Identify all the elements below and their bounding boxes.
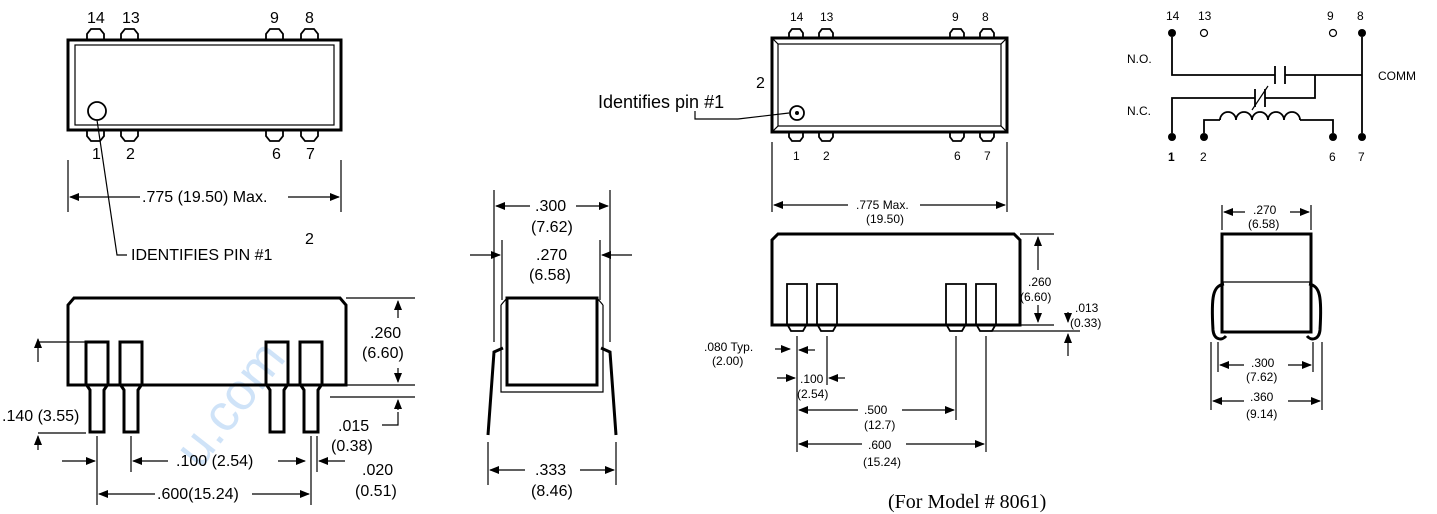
- right-top-pin-label: 13: [820, 10, 834, 24]
- right-end-row: .300: [1251, 356, 1275, 370]
- left-end-row-mm: (7.62): [531, 219, 573, 236]
- right-end-outer-mm: (9.14): [1246, 407, 1277, 421]
- left-lead-width: .020: [362, 462, 393, 479]
- left-standoff: .015: [338, 418, 369, 435]
- left-top-pin-label: 8: [305, 10, 314, 27]
- left-bottom-pin-label: 7: [306, 146, 315, 163]
- right-end-body: .270: [1253, 203, 1277, 217]
- right-length-dimension: .775 Max.: [856, 198, 909, 212]
- schematic-bottom-pin-label: 6: [1329, 150, 1336, 164]
- left-end-outer: .333: [535, 462, 566, 479]
- right-pitch: .100: [800, 372, 824, 386]
- schematic-top-pin-label: 9: [1327, 9, 1334, 23]
- right-span: .600: [868, 438, 892, 452]
- left-length-dimension: .775 (19.50) Max.: [142, 189, 267, 206]
- right-end-outer: .360: [1250, 390, 1274, 404]
- left-bottom-pin-label: 1: [92, 146, 101, 163]
- right-side-height-mm: (6.60): [1020, 290, 1051, 304]
- right-end-row-mm: (7.62): [1246, 370, 1277, 384]
- right-pitch-mm: (2.54): [797, 387, 828, 401]
- left-lead-length: .140 (3.55): [2, 408, 79, 425]
- left-end-row: .300: [535, 198, 566, 215]
- relay-schematic: 14 13 9 8 1 2 6 7 N.O. N.C. COMM: [1127, 9, 1416, 164]
- right-pin1-superscript: 2: [756, 75, 765, 92]
- right-lead-typ: .080 Typ.: [704, 340, 753, 354]
- right-bottom-pin-label: 7: [984, 149, 991, 163]
- right-top-pin-label: 9: [952, 10, 959, 24]
- schematic-bottom-pin-label: 7: [1358, 150, 1365, 164]
- right-side-height: .260: [1028, 275, 1052, 289]
- left-side-height: .260: [370, 325, 401, 342]
- left-top-pin-label: 14: [87, 10, 105, 27]
- right-spacing: .500: [864, 403, 888, 417]
- right-standoff-mm: (0.33): [1070, 316, 1101, 330]
- left-end-body-mm: (6.58): [529, 267, 571, 284]
- left-end-body: .270: [536, 247, 567, 264]
- right-top-view: 14 13 9 8 1 2 6 7 Identifies pin #1 2 .7…: [598, 10, 1009, 226]
- right-top-pin-label: 14: [790, 10, 804, 24]
- left-side-height-mm: (6.60): [362, 345, 404, 362]
- schematic-comm-label: COMM: [1378, 69, 1416, 83]
- left-top-pin-label: 9: [270, 10, 279, 27]
- right-side-view: .260 (6.60) .013 (0.33) .080 Typ. (2.00)…: [704, 232, 1101, 469]
- left-span: .600(15.24): [157, 486, 239, 503]
- schematic-bottom-pin-label: 1: [1168, 150, 1175, 164]
- schematic-top-pin-label: 8: [1357, 9, 1364, 23]
- left-side-view: .260 (6.60) .015 (0.38) .140 (3.55) .100…: [2, 296, 415, 505]
- right-standoff: .013: [1075, 301, 1099, 315]
- right-span-mm: (15.24): [863, 455, 901, 469]
- left-pitch: .100 (2.54): [176, 453, 253, 470]
- right-spacing-mm: (12.7): [864, 418, 895, 432]
- right-bottom-pin-label: 6: [954, 149, 961, 163]
- left-bottom-pin-label: 6: [272, 146, 281, 163]
- right-lead-typ-mm: (2.00): [712, 354, 743, 368]
- right-end-view: .270 (6.58) .300 (7.62) .360 (9.14): [1210, 203, 1323, 421]
- right-top-pin-label: 8: [982, 10, 989, 24]
- right-end-body-mm: (6.58): [1248, 217, 1279, 231]
- left-lead-width-mm: (0.51): [355, 483, 397, 500]
- left-pin1-note: IDENTIFIES PIN #1: [131, 247, 272, 264]
- schematic-nc-label: N.C.: [1127, 104, 1151, 118]
- schematic-no-label: N.O.: [1127, 52, 1152, 66]
- right-length-mm: (19.50): [866, 212, 904, 226]
- left-end-view: .300 (7.62) .270 (6.58) .333 (8.46): [470, 190, 632, 500]
- model-caption: (For Model # 8061): [888, 491, 1046, 513]
- schematic-bottom-pin-label: 2: [1200, 150, 1207, 164]
- left-standoff-mm: (0.38): [331, 438, 373, 455]
- right-pin1-note: Identifies pin #1: [598, 92, 724, 112]
- left-end-outer-mm: (8.46): [531, 483, 573, 500]
- schematic-top-pin-label: 13: [1198, 9, 1212, 23]
- left-bottom-pin-label: 2: [126, 146, 135, 163]
- right-bottom-pin-label: 2: [823, 149, 830, 163]
- left-top-pin-label: 13: [122, 10, 140, 27]
- left-pin1-superscript: 2: [305, 231, 314, 248]
- right-bottom-pin-label: 1: [793, 149, 800, 163]
- left-top-view: 14 13 9 8 1 2 6 7 .775 (19.50) Max. IDEN…: [66, 10, 343, 264]
- schematic-top-pin-label: 14: [1166, 9, 1180, 23]
